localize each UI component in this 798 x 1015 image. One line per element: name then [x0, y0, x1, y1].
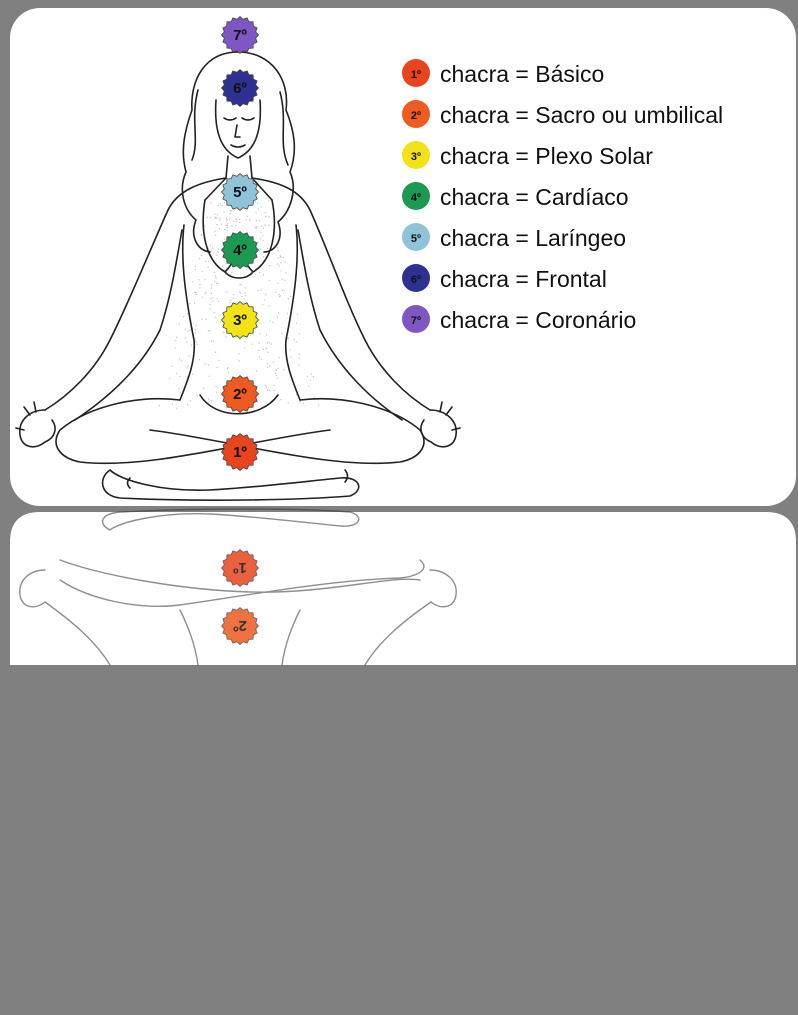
- chakra-badge: 5º: [222, 174, 259, 211]
- reflection-badge: 2º: [222, 608, 259, 645]
- badge-number: 2º: [233, 386, 247, 403]
- chakra-badge: 7º: [222, 17, 259, 54]
- chakra-badge: 2º: [222, 376, 259, 413]
- reflection-card: [10, 512, 796, 665]
- badge-number: 5º: [233, 184, 247, 201]
- legend-label: chacra = Plexo Solar: [440, 143, 653, 169]
- legend-label: chacra = Cardíaco: [440, 184, 629, 210]
- badge-number: 3º: [233, 312, 247, 329]
- legend-label: chacra = Coronário: [440, 307, 636, 333]
- badge-number: 1º: [233, 444, 247, 461]
- legend-number: 5º: [411, 233, 421, 245]
- reflection-number: 1º: [233, 559, 247, 576]
- chakra-badge: 6º: [222, 70, 259, 107]
- badge-number: 6º: [233, 80, 247, 97]
- legend-label: chacra = Sacro ou umbilical: [440, 102, 723, 128]
- legend-number: 1º: [411, 69, 421, 81]
- legend-item: 2º chacra = Sacro ou umbilical: [402, 100, 723, 128]
- legend-label: chacra = Laríngeo: [440, 225, 626, 251]
- chakra-badge: 4º: [222, 232, 259, 269]
- legend-number: 3º: [411, 151, 421, 163]
- figure-badges: 7º 6º 5º 4º 3º 2º 1º: [222, 17, 259, 471]
- main-card: [10, 8, 796, 506]
- legend-number: 7º: [411, 315, 421, 327]
- badge-number: 7º: [233, 27, 247, 44]
- chakra-badge: 3º: [222, 302, 259, 339]
- legend-label: chacra = Básico: [440, 61, 604, 87]
- legend-item: 3º chacra = Plexo Solar: [402, 141, 653, 169]
- badge-number: 4º: [233, 242, 247, 259]
- chakra-badge: 1º: [222, 434, 259, 471]
- reflection-number: 2º: [233, 617, 247, 634]
- reflection-badge: 1º: [222, 550, 259, 587]
- legend-number: 6º: [411, 274, 421, 286]
- legend-label: chacra = Frontal: [440, 266, 607, 292]
- legend-number: 2º: [411, 110, 421, 122]
- legend-number: 4º: [411, 192, 421, 204]
